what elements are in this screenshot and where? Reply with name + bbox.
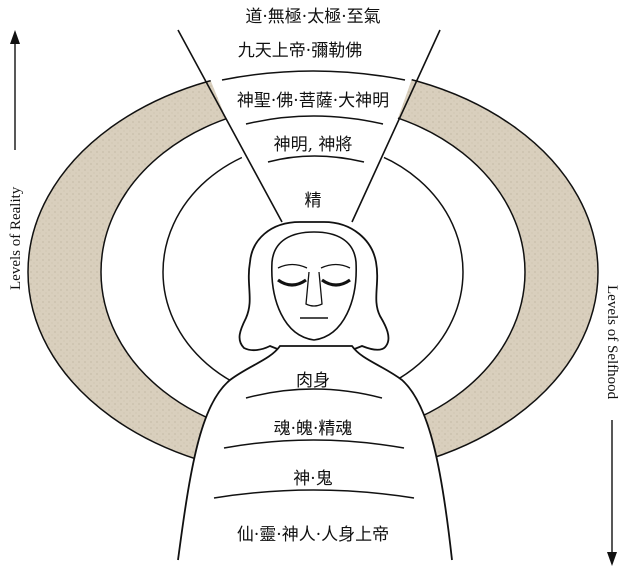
- figure-body: [177, 345, 453, 561]
- selfhood-label: Levels of Selfhood: [604, 285, 620, 400]
- body-label-1: 肉身: [296, 371, 330, 391]
- body-label-2: 魂·魄·精魂: [274, 419, 353, 439]
- wedge-arc-inner: [267, 155, 365, 163]
- body-label-bottom: 仙·靈·神人·人身上帝: [237, 525, 389, 545]
- wedge-arc-outer: [221, 70, 406, 81]
- body-arc-2: [223, 439, 405, 449]
- figure-face: [271, 231, 357, 341]
- wedge-arc-middle: [245, 115, 384, 125]
- ring-label-outer: 神聖·佛·菩薩·大神明: [237, 91, 389, 111]
- wedge-right-line: [351, 29, 441, 223]
- top-label-2: 九天上帝·彌勒佛: [238, 41, 362, 61]
- right-brow: [320, 263, 351, 269]
- up-arrow-icon: [10, 30, 20, 44]
- body-arc-1: [245, 388, 383, 399]
- nose: [305, 271, 323, 307]
- right-eye-icon: [321, 278, 351, 287]
- ring-label-inner: 精: [305, 191, 322, 211]
- light-wedge: [178, 0, 440, 222]
- left-eye-icon: [277, 278, 307, 287]
- wedge-left-line: [177, 29, 283, 223]
- body-label-3: 神·鬼: [293, 469, 332, 489]
- reality-label: Levels of Reality: [8, 186, 24, 290]
- body-arc-3: [213, 489, 415, 499]
- left-brow: [277, 263, 308, 269]
- top-label-1: 道·無極·太極·至氣: [245, 7, 380, 27]
- down-arrow-icon: [607, 552, 617, 566]
- ring-label-middle: 神明, 神將: [274, 135, 353, 155]
